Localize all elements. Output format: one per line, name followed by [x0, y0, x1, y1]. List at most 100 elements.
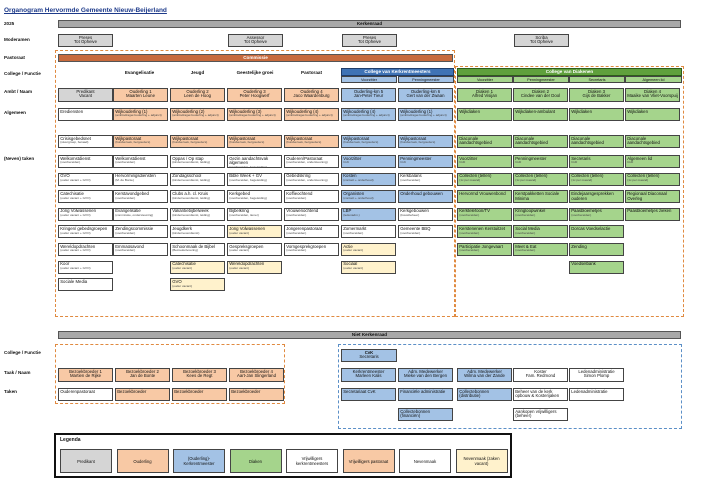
box-subtext: (M. de Bonte) — [115, 177, 134, 182]
box-text: Jong Volwassenen — [229, 225, 266, 231]
neven-task-box: Kringen/ gebedsgroepen(ouder vacant + GV… — [58, 225, 113, 239]
algemeen-box: Diaconale aandachtsgebied — [457, 135, 512, 148]
box-text: Dorcas Voedselactie — [571, 225, 611, 231]
neven-task-box: Paasbloemetjes(voorbereiden) — [569, 207, 624, 221]
row-label-college: College / Functie — [4, 71, 41, 76]
box-subtext: (ambtsdrager/ouderling + adjunct) — [115, 113, 162, 118]
box-text: (Ouderling)- Kerkrentmeester — [183, 456, 215, 466]
box-subtext: (ouder vacant + GVO) — [60, 265, 91, 270]
neven-task-box: Organisten(contact + onderhoud) — [341, 190, 396, 204]
neven-task-box: Bible Week + GV(voorbereiden, begeleidin… — [227, 172, 282, 186]
box-text: Gijs de Bakker — [582, 93, 611, 99]
box-text: Voedselbank — [571, 261, 596, 267]
box-text: Kerstavondgebed — [115, 190, 149, 196]
algemeen-box: Wijkpastoraat(huisbezoek, bergouders) — [113, 135, 168, 148]
neven-task-box: Collecten (tellen)(1x per maand) — [513, 172, 568, 186]
algemeen-box: Wijkouderling (4)(ambtsdrager/ouderling … — [341, 108, 396, 121]
neven-task-box: Hervormd Vrouwenbond — [457, 190, 512, 204]
box-text: Vorngesprekgroepen — [286, 243, 327, 249]
neven-task-box: Bijbelkring(voorbereiden, tiener) — [227, 207, 282, 221]
diakenen-frame — [455, 66, 684, 317]
box-text: Collecten (tellen) — [627, 173, 660, 179]
neven-task-box: Eindejaarsgesprekken ouderen — [569, 190, 624, 204]
box-text: Kringloopwinkel — [515, 208, 546, 214]
box-text: Kerkbalans — [400, 173, 422, 179]
niet-kerkenraad-bar: Niet Kerkenraad — [58, 331, 681, 339]
box-subtext: (voorbereiden) — [459, 248, 480, 253]
box-text: Ouderling 1 — [129, 88, 152, 94]
box-text: Predikant — [77, 458, 95, 464]
box-text: Jongerenpastoraat — [286, 225, 323, 231]
box-text: Kosten — [343, 173, 357, 179]
neven-task-box: Kerkgebed(voorbereiden, begeleiding) — [227, 190, 282, 204]
box-subtext: (voorbereiden) — [571, 213, 592, 218]
box-text: Adm. Medewerker — [467, 368, 502, 374]
neven-task-box: Jongerenpastoraat(voorbereiden) — [284, 225, 339, 239]
box-text: Actie — [343, 243, 353, 249]
algemeen-box: Wijkpastoraat(huisbezoek, bergouders) — [341, 135, 396, 148]
neven-task-box: Oppas / Op stap(kindernevendienst, leidi… — [170, 155, 225, 168]
box-text: Kerkgebed — [229, 190, 250, 196]
box-text: Social Media — [515, 225, 540, 231]
box-text: Wijkouderling (1) — [400, 108, 433, 114]
neven-task-box: Kerstpakketten Sociale Minima — [513, 190, 568, 204]
box-subtext: (ouder vacant + GVO) — [60, 195, 91, 200]
box-text: Ouderling — [133, 458, 152, 464]
nk-taken-box: Bezoekbroeder — [115, 388, 170, 401]
box-text: Adm. Medewerker — [408, 368, 443, 374]
algemeen-box: Diaconale aandachtsgebied — [625, 135, 680, 148]
nk-taken-box: Financiële administratie — [398, 388, 453, 401]
box-subtext: (1x per maand) — [515, 177, 537, 182]
box-text: Emmaüsavond — [115, 243, 144, 249]
box-text: Hervormingsdiensten — [115, 173, 156, 179]
neven-task-box: Koor(ouder vacant + GVO) — [58, 260, 113, 274]
box-text: Beheer van de kerk opbouw & Kosterijaken — [515, 388, 560, 399]
box-subtext: (voorbereiden, begeleiding) — [229, 165, 267, 168]
box-text: Bezoekbroeder — [174, 388, 204, 394]
box-subtext: (voorbereiden) — [286, 230, 307, 235]
legend-item: Vrijwilligers pastoraat — [342, 449, 395, 473]
box-text: GVO — [172, 278, 182, 284]
box-text: Kringen/ gebedsgroepen — [60, 225, 108, 231]
box-text: Ouderenpastoraat — [60, 388, 95, 394]
box-subtext: (voorbereiden) — [515, 248, 536, 253]
box-text: Bezoekbroeder — [231, 388, 261, 394]
box-subtext: (voorbereiden, begeleiding) — [229, 195, 267, 200]
neven-task-box: Koffieochtend(voorbereiden) — [284, 190, 339, 204]
box-text: Bezoekbroeder 2 — [126, 368, 159, 374]
box-subtext: (1x per maand) — [627, 177, 649, 182]
box-text: Wijkdiaken — [571, 108, 592, 114]
box-text: Gespreksgroepen — [229, 243, 264, 249]
nk-taken-box: Beheer van de kerk opbouw & Kosterijaken — [513, 388, 568, 401]
box-text: Penningmeester — [515, 155, 547, 161]
algemeen-box: Diaconale aandachtsgebied — [513, 135, 568, 148]
box-text: Bezoekbroeder — [117, 388, 147, 394]
neven-task-box: Onderhoud gebouwen — [398, 190, 453, 204]
algemeen-box: Wijkdiaken — [457, 108, 512, 121]
box-text: Maaike van Vliet-Voorspuij — [627, 93, 678, 99]
box-text: Wijkpastoraat — [229, 135, 256, 141]
box-text: Ledenadministratie — [578, 368, 615, 374]
box-text: Mieke van den Bergen — [404, 373, 447, 379]
box-text: Wilma van der Zande — [464, 373, 505, 379]
nk-extra-box: Aankopen vrijwilligers (beheer) — [513, 408, 568, 421]
box-text: Sociale Media — [60, 278, 88, 284]
box-text: Kerkgebouwen — [400, 208, 429, 214]
box-text: Regionaal Diaconaal Overleg — [627, 190, 667, 201]
bezoekbroeders-frame — [55, 344, 285, 404]
box-text: Onderhoud gebouwen — [400, 190, 443, 196]
box-subtext: (ouder vacant) — [343, 265, 364, 270]
box-text: Koor — [60, 261, 70, 267]
neven-task-box: Zending — [569, 243, 624, 256]
box-subtext: (voorbereiden) — [115, 230, 136, 235]
neven-task-box: Gebedskring(voorbereiden, ondersteuning) — [284, 172, 339, 186]
legend-item: Nevenmaak (zaken vacant) — [455, 449, 508, 473]
